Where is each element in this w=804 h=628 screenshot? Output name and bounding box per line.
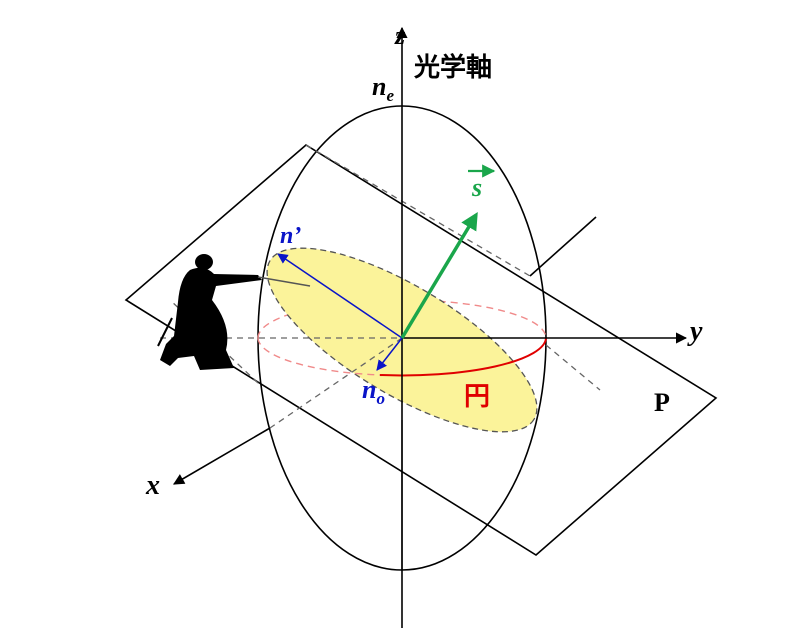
equator-back-dashed [257, 299, 547, 339]
s-label: s [471, 173, 482, 202]
s-vector [400, 212, 478, 339]
n-o-vector [376, 337, 403, 371]
y-axis-label: y [687, 316, 703, 347]
z-axis-label: z [394, 21, 406, 50]
circle-arc [379, 337, 547, 377]
plane-normal-lower-dashed [545, 344, 601, 391]
circle-label: 円 [464, 382, 490, 412]
no-label: no [362, 375, 385, 408]
kneeling-swordsman-silhouette [157, 254, 311, 370]
upper-right-line [529, 216, 597, 277]
n-prime-vector [277, 253, 403, 339]
x-axis [173, 427, 271, 485]
plane-p-label: P [654, 388, 670, 417]
x-axis-hidden [269, 337, 403, 429]
x-axis-label: x [145, 470, 160, 501]
n-prime-label: n’ [280, 223, 301, 249]
optical-axis-label: 光学軸 [413, 52, 492, 83]
plane-p [124, 144, 718, 556]
ne-label: ne [372, 72, 394, 105]
